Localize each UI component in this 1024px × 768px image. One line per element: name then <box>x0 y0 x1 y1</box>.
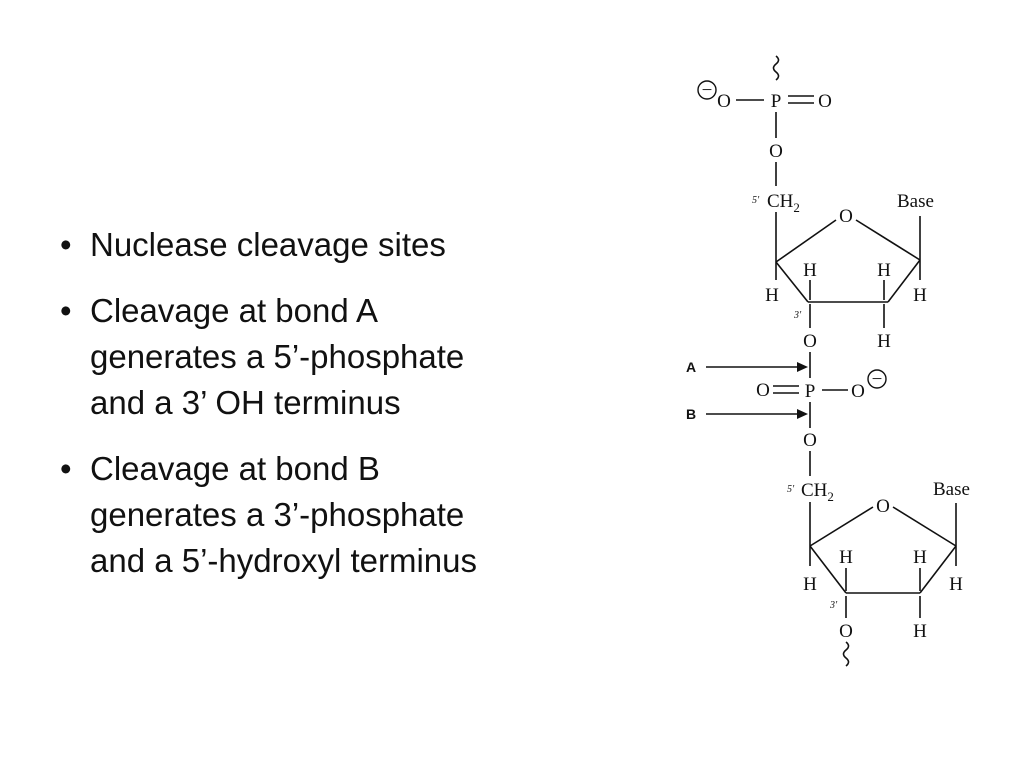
ring-bond-o-c1-1 <box>855 219 921 261</box>
charge-circle-top <box>697 80 717 100</box>
ch-text-1: CH <box>767 191 794 212</box>
subscript-2-1: 2 <box>793 200 800 215</box>
atom-o-bridge-5prime: O <box>803 430 817 451</box>
atom-o-phosphate-right: O <box>851 381 865 402</box>
ch2-group-1: CH2 <box>767 191 800 215</box>
h-c4-2: H <box>803 574 817 595</box>
h-c2-up-2: H <box>913 547 927 568</box>
h-c3-up-1: H <box>803 260 817 281</box>
ch2-group-2: CH2 <box>801 480 834 504</box>
h-c1-2: H <box>949 574 963 595</box>
h-c2-up-1: H <box>877 260 891 281</box>
five-prime-label-2: 5′ <box>787 484 795 495</box>
h-c3-up-2: H <box>839 547 853 568</box>
atom-p-bridge: P <box>805 381 816 402</box>
ring-oxygen-2: O <box>876 496 890 517</box>
ring-bond-c4-o-1 <box>775 219 837 263</box>
h-c4-1: H <box>765 285 779 306</box>
ring-bond-c4-o-2 <box>809 506 874 547</box>
arrow-a-head <box>797 362 808 372</box>
subscript-2-2: 2 <box>827 489 834 504</box>
bond-label-a: A <box>686 359 696 375</box>
bullet-text: Nuclease cleavage sites <box>90 226 446 263</box>
ring-bond-o-c1-2 <box>892 506 957 547</box>
h-c2-down-1: H <box>877 331 891 352</box>
base-label-1: Base <box>897 191 934 212</box>
bullet-marker: • <box>60 292 72 329</box>
ring-bond-c4-c3-1 <box>775 261 809 303</box>
bullet-item-nuclease-sites: • Nuclease cleavage sites <box>60 222 580 268</box>
three-prime-label-1: 3′ <box>793 310 802 321</box>
arrow-b-head <box>797 409 808 419</box>
atom-o-top-left: O <box>717 91 731 112</box>
ring-oxygen-1: O <box>839 206 853 227</box>
atom-o-top-right: O <box>818 91 832 112</box>
wavy-bond-top <box>772 55 780 81</box>
ch-text-2: CH <box>801 480 828 501</box>
bullet-marker: • <box>60 450 72 487</box>
three-prime-label-2: 3′ <box>829 600 838 611</box>
charge-circle-mid <box>867 369 887 389</box>
bond-label-b: B <box>686 406 696 422</box>
bullet-item-bond-b: • Cleavage at bond B generates a 3’-phos… <box>60 446 580 584</box>
h-c2-down-2: H <box>913 621 927 642</box>
wavy-bond-bottom <box>842 641 850 667</box>
bullet-text: Cleavage at bond A generates a 5’-phosph… <box>90 292 465 421</box>
bullet-text: Cleavage at bond B generates a 3’-phosph… <box>90 450 478 579</box>
atom-o-3prime-1: O <box>803 331 817 352</box>
dinucleotide-structure-diagram: − O P O O 5′ CH2 O Base H H H H 3′ O H A… <box>686 55 970 667</box>
bullet-item-bond-a: • Cleavage at bond A generates a 5’-phos… <box>60 288 580 426</box>
ring-bond-c2-c1-1 <box>887 259 921 303</box>
minus-sign-mid: − <box>872 369 883 390</box>
ring-bond-c2-c1-2 <box>919 545 957 594</box>
base-label-2: Base <box>933 479 970 500</box>
atom-p-top: P <box>771 91 782 112</box>
ring-bond-c4-c3-2 <box>809 545 847 594</box>
bullet-marker: • <box>60 226 72 263</box>
atom-o-phosphate-left: O <box>756 380 770 401</box>
bullet-list: • Nuclease cleavage sites • Cleavage at … <box>60 222 580 604</box>
h-c1-1: H <box>913 285 927 306</box>
atom-o-3prime-2: O <box>839 621 853 642</box>
five-prime-label-1: 5′ <box>752 195 760 206</box>
atom-o-bridge-top: O <box>769 141 783 162</box>
minus-sign-top: − <box>702 80 713 101</box>
